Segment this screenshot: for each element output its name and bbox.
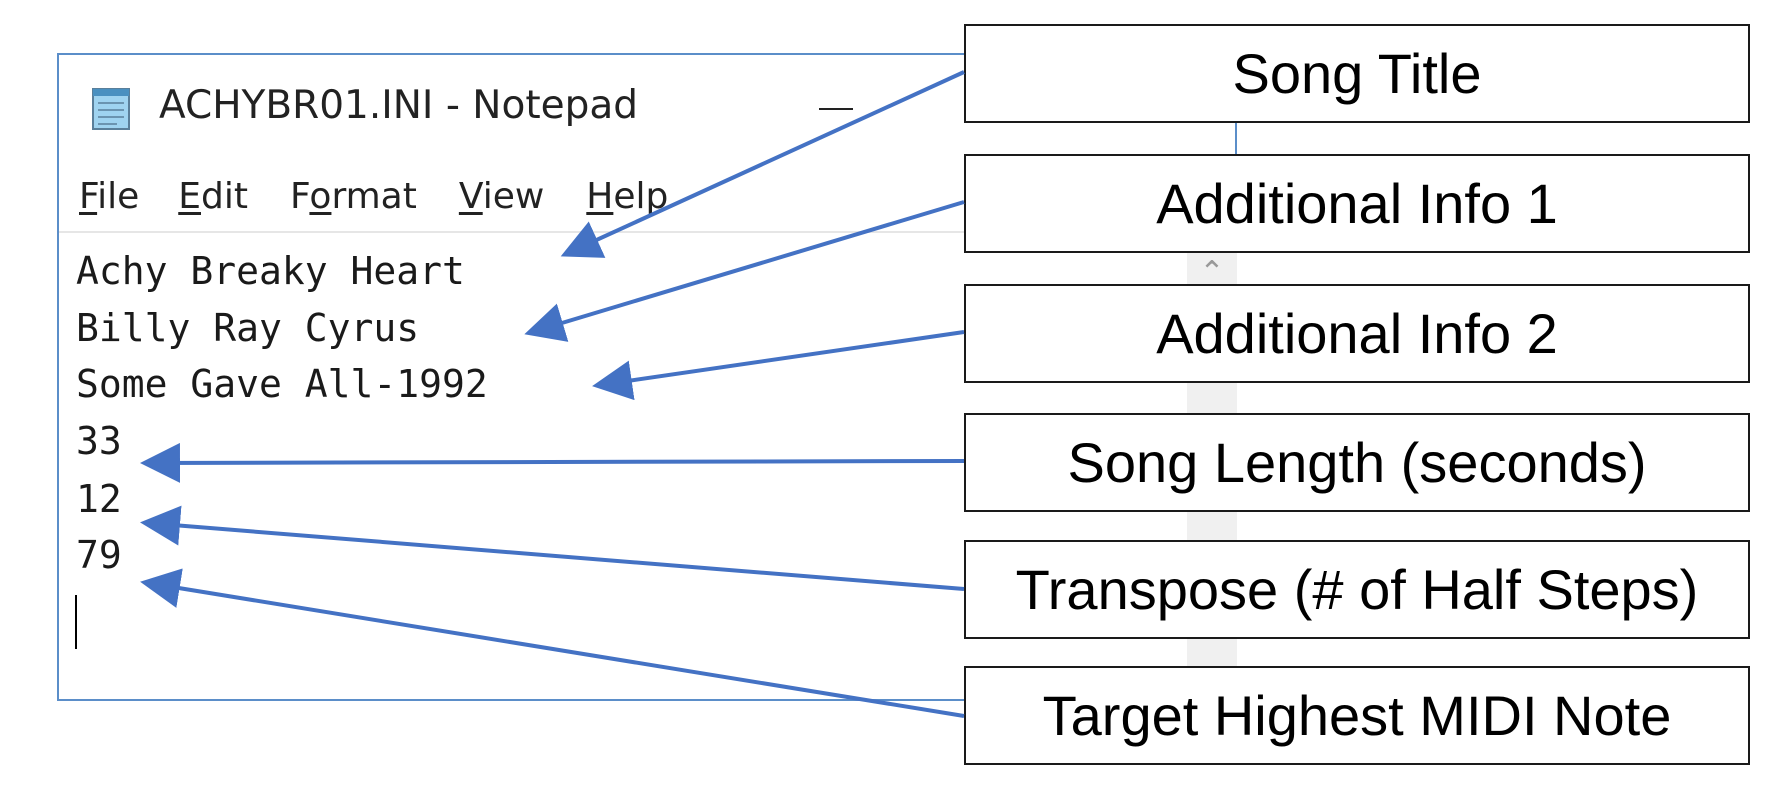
menu-edit[interactable]: Edit — [178, 176, 248, 217]
editor-line: 79 — [76, 533, 122, 577]
callout-song-title: Song Title — [964, 24, 1750, 123]
editor-line: Some Gave All-1992 — [76, 362, 488, 406]
menu-format[interactable]: Format — [289, 176, 417, 217]
menu-help[interactable]: Help — [586, 176, 669, 217]
text-caret — [75, 595, 77, 649]
minimize-button[interactable] — [799, 85, 859, 129]
menu-file[interactable]: File — [79, 176, 140, 217]
callout-target-midi-note: Target Highest MIDI Note — [964, 666, 1750, 765]
menu-bar: File Edit Format View Help — [59, 167, 689, 227]
editor-line: Billy Ray Cyrus — [76, 306, 420, 350]
editor-line: 12 — [76, 477, 122, 521]
editor-line: 33 — [76, 419, 122, 463]
callout-additional-info-1: Additional Info 1 — [964, 154, 1750, 253]
scroll-up-icon[interactable]: ⌃ — [1199, 256, 1225, 289]
callout-transpose: Transpose (# of Half Steps) — [964, 540, 1750, 639]
notepad-icon — [92, 88, 130, 130]
editor-line: Achy Breaky Heart — [76, 249, 465, 293]
window-title: ACHYBR01.INI - Notepad — [159, 83, 639, 128]
menu-view[interactable]: View — [458, 176, 545, 217]
callout-additional-info-2: Additional Info 2 — [964, 284, 1750, 383]
title-bar[interactable]: ACHYBR01.INI - Notepad — [59, 55, 1235, 141]
callout-song-length: Song Length (seconds) — [964, 413, 1750, 512]
